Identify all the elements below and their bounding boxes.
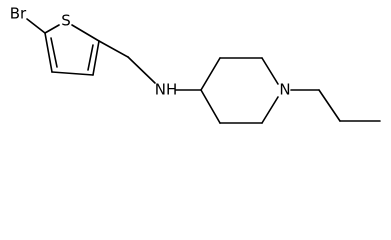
atom-label-piperidine-nitrogen: N — [279, 81, 290, 99]
bond-c4-c5-inner — [50, 37, 58, 68]
atom-label-sulfur: S — [61, 12, 71, 30]
bond-c3-c4 — [51, 71, 94, 76]
bond-c2-c3-inner — [87, 44, 94, 71]
propyl-chain — [290, 89, 381, 122]
bond-s-c2 — [71, 24, 100, 42]
bond-c4-c3-upper — [200, 57, 221, 91]
bond-c1-c2 — [318, 89, 341, 122]
bond-c5-c4-lower — [200, 89, 221, 124]
bond-br-c5 — [26, 18, 46, 34]
bond-ch2-nh — [127, 56, 156, 84]
methylene-linker — [98, 40, 156, 84]
bond-c2-ch2 — [98, 40, 129, 58]
bond-c2-c3 — [92, 40, 100, 76]
atom-label-bromine: Br — [10, 5, 27, 23]
chemical-structure-diagram: Br S NH N — [10, 5, 381, 124]
bond-c2-n-upper — [261, 57, 279, 85]
bond-c4-c5 — [44, 32, 53, 73]
bromothiophene-group — [26, 18, 100, 76]
bond-c5-s — [44, 24, 60, 34]
piperidine-ring — [175, 57, 279, 124]
bond-n-c6-lower — [261, 96, 279, 124]
atom-label-amine-nh: NH — [155, 81, 178, 99]
